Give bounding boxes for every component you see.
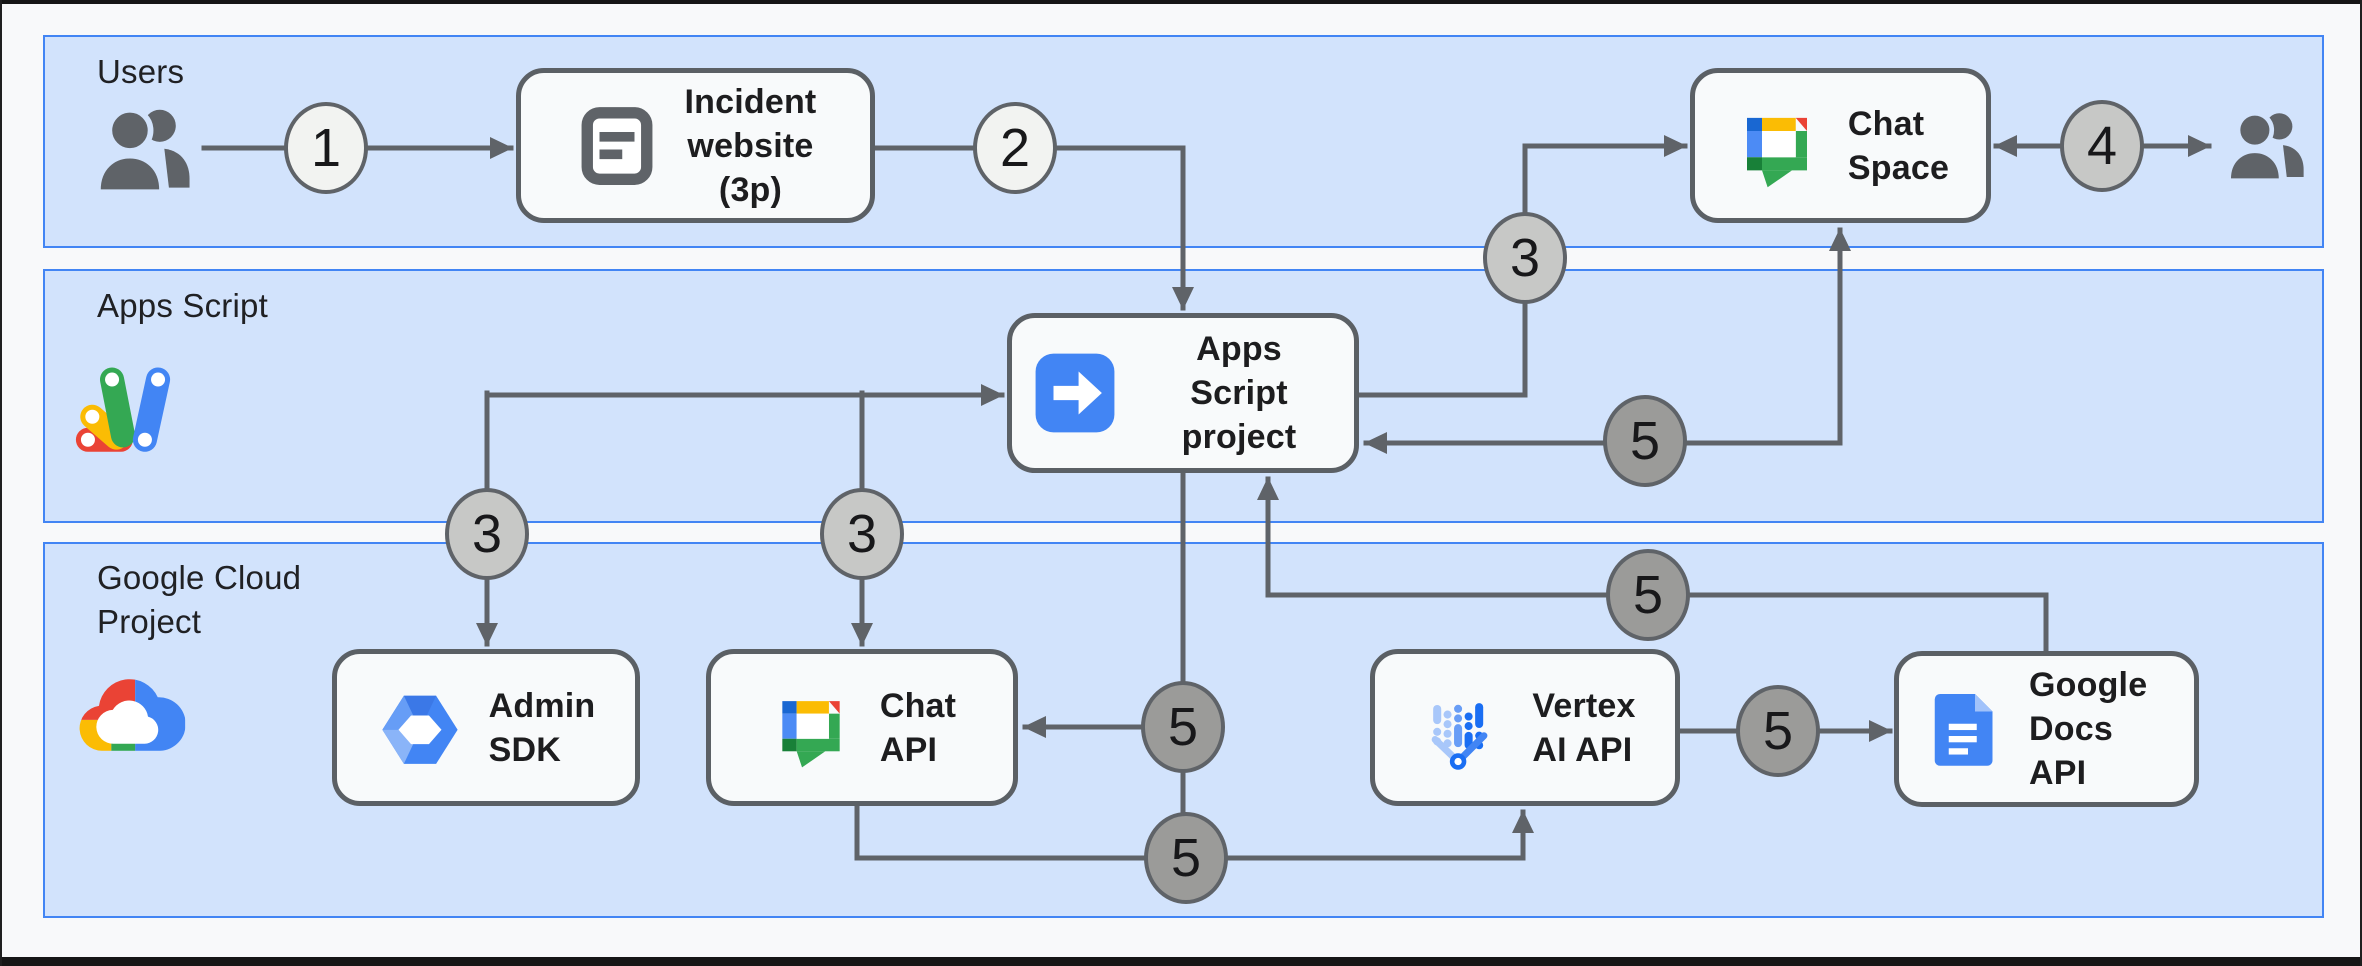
apps-script-project-icon [1035,353,1115,433]
document-icon [581,106,652,185]
users-icon [87,96,205,206]
node-apps-script-project-label: Apps Script project [1181,330,1297,456]
google-chat-icon [1732,100,1822,192]
step-badge-1: 1 [284,102,368,194]
vertex-ai-icon [1431,702,1488,770]
users-icon [2220,102,2316,192]
google-chat-icon [768,684,854,772]
node-apps-script-project: Apps Script project [1007,313,1359,473]
node-admin-sdk-label: Admin SDK [488,686,596,769]
step-badge-5-chat-space: 5 [1603,395,1687,487]
step-badge-5-chat-api: 5 [1141,681,1225,773]
node-chat-api: Chat API [706,649,1018,806]
node-chat-space: Chat Space [1690,68,1991,223]
step-badge-3-chat-api: 3 [820,488,904,580]
band-users-label: Users [97,53,185,90]
edge-chat-space-apps-script-project-bidirectional [1363,227,1851,454]
node-google-docs: Google Docs API [1894,651,2199,807]
node-vertex-ai: Vertex AI API [1370,649,1680,806]
admin-sdk-icon [381,695,458,764]
node-incident-website: Incident website (3p) [516,68,875,223]
node-incident-website-label: Incident website (3p) [684,82,817,209]
node-chat-space-label: Chat Space [1847,104,1950,187]
band-gcp-label: Google Cloud Project [97,559,302,640]
band-apps-script-label: Apps Script [97,287,268,324]
step-badge-4: 4 [2060,100,2144,192]
google-docs-icon [1934,694,1993,766]
node-google-docs-label: Google Docs API [2029,666,2148,792]
step-badge-5-docs: 5 [1606,549,1690,641]
apps-script-logo-icon [75,367,171,452]
step-badge-3-chat-space: 3 [1483,212,1567,304]
step-badge-2: 2 [973,102,1057,194]
step-badge-3-admin-sdk: 3 [445,488,529,580]
step-badge-5-bottom: 5 [1144,812,1228,904]
step-badge-5-vertex-docs: 5 [1736,685,1820,777]
node-chat-api-label: Chat API [879,686,957,769]
node-vertex-ai-label: Vertex AI API [1532,686,1636,769]
window-bottom-edge [2,957,2360,966]
google-cloud-logo-icon [79,679,186,751]
window-top-edge [2,0,2360,4]
node-admin-sdk: Admin SDK [332,649,640,806]
